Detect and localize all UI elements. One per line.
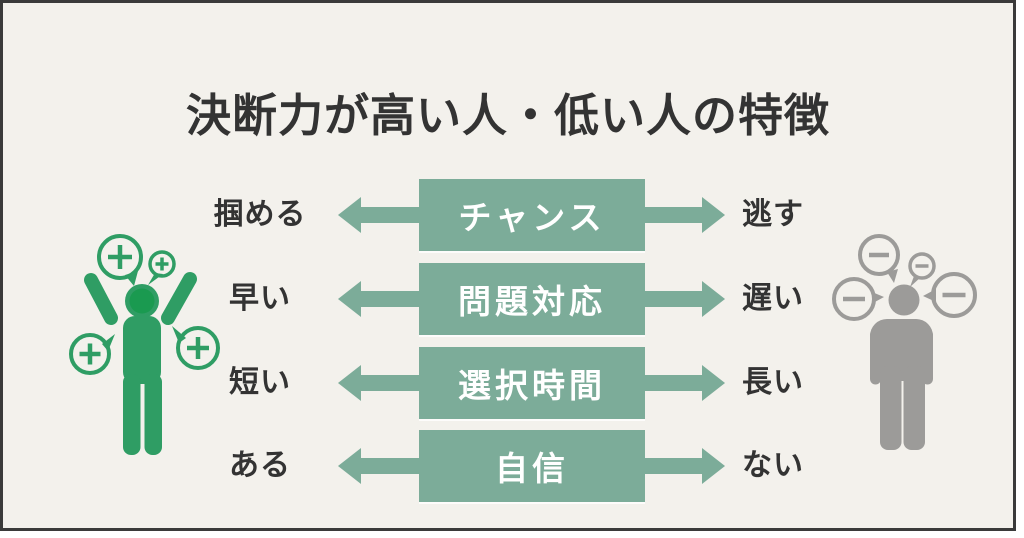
- plus-bubble-icon: [97, 234, 143, 286]
- topic-label: チャンス: [458, 199, 606, 236]
- plus-bubble-icon: [148, 250, 176, 285]
- left-arrow-shaft: [359, 458, 421, 474]
- right-arrow-shaft: [643, 375, 705, 391]
- high-trait-label: 短い: [229, 366, 291, 399]
- right-arrow-icon: [702, 281, 725, 317]
- low-trait-label: 長い: [742, 366, 804, 399]
- minus-bubble-icon: [908, 252, 936, 287]
- topic-box: 問題対応: [419, 263, 645, 335]
- comparison-row-problem-response: 早い 問題対応 遅い: [3, 261, 1013, 337]
- right-arrow-icon: [702, 197, 725, 233]
- low-trait-label: 逃す: [742, 198, 804, 231]
- infographic-frame: 決断力が高い人・低い人の特徴 掴める チャンス 逃す 早い 問題対応 遅い 短い…: [0, 0, 1016, 531]
- left-arrow-shaft: [359, 375, 421, 391]
- minus-bubble-icon: [923, 272, 977, 318]
- negative-person-with-minus-bubbles-icon: [828, 228, 1023, 463]
- left-arrow-icon: [338, 448, 361, 484]
- left-arrow-icon: [338, 197, 361, 233]
- comparison-row-confidence: ある 自信 ない: [3, 428, 1013, 504]
- high-trait-label: ある: [229, 449, 291, 482]
- head: [125, 284, 159, 318]
- negative-person-icon: [832, 234, 977, 450]
- minus-bubble-icon: [858, 234, 900, 283]
- positive-person-with-plus-bubbles-icon: [58, 228, 238, 468]
- left-arrow-shaft: [359, 291, 421, 307]
- page-title: 決断力が高い人・低い人の特徴: [185, 90, 830, 142]
- head: [888, 284, 920, 316]
- high-trait-label: 早い: [229, 282, 291, 315]
- minus-bubble-icon: [832, 277, 884, 321]
- plus-bubble-icon: [69, 333, 115, 375]
- topic-box: 自信: [419, 430, 645, 502]
- comparison-row-chance: 掴める チャンス 逃す: [3, 177, 1013, 253]
- comparison-row-selection-time: 短い 選択時間 長い: [3, 345, 1013, 421]
- topic-label: 自信: [495, 450, 569, 487]
- left-arrow-icon: [338, 365, 361, 401]
- low-trait-label: ない: [742, 449, 804, 482]
- low-trait-label: 遅い: [742, 282, 804, 315]
- right-arrow-shaft: [643, 291, 705, 307]
- right-arrow-shaft: [643, 207, 705, 223]
- raised-arms: [84, 272, 197, 325]
- plus-bubble-icon: [172, 326, 220, 370]
- right-arrow-shaft: [643, 458, 705, 474]
- topic-box: 選択時間: [419, 347, 645, 419]
- body: [870, 319, 933, 450]
- high-trait-label: 掴める: [213, 198, 307, 231]
- topic-box: チャンス: [419, 179, 645, 251]
- right-arrow-icon: [702, 448, 725, 484]
- left-arrow-shaft: [359, 207, 421, 223]
- right-arrow-icon: [702, 365, 725, 401]
- topic-label: 選択時間: [458, 367, 606, 404]
- positive-person-icon: [69, 234, 220, 455]
- left-arrow-icon: [338, 281, 361, 317]
- topic-label: 問題対応: [458, 283, 606, 320]
- body: [123, 316, 162, 455]
